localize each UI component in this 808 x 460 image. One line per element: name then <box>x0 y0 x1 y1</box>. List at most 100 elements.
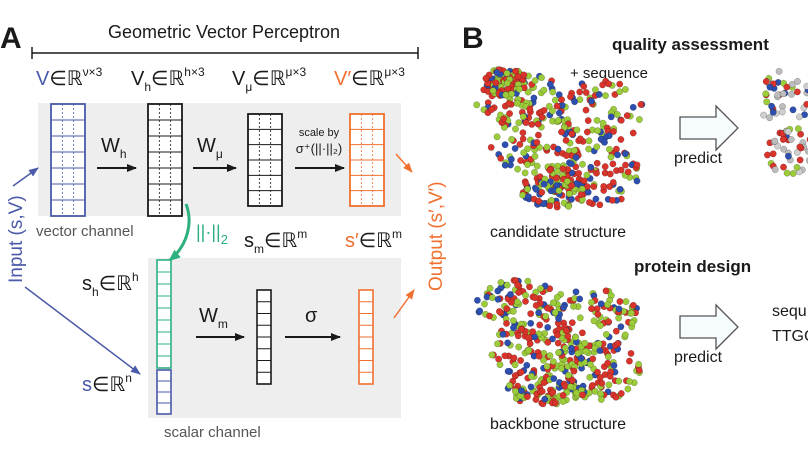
atom-sphere <box>595 128 601 134</box>
atom-sphere <box>547 352 553 358</box>
s-h-label: sh∈ℝh <box>82 270 139 299</box>
atom-sphere <box>520 192 526 198</box>
sequence-letters: TTGC <box>772 328 808 345</box>
atom-sphere <box>550 89 556 95</box>
atom-sphere <box>535 121 541 127</box>
atom-sphere <box>601 139 607 145</box>
atom-sphere <box>623 298 629 304</box>
atom-sphere <box>532 153 538 159</box>
atom-sphere <box>488 106 494 112</box>
atom-sphere <box>517 141 523 147</box>
atom-sphere <box>585 117 591 123</box>
atom-sphere <box>512 362 518 368</box>
atom-sphere <box>506 382 512 388</box>
atom-sphere <box>602 92 608 98</box>
atom-sphere <box>594 144 600 150</box>
atom-sphere <box>795 126 801 132</box>
atom-sphere <box>534 139 540 145</box>
output-label: Output (s′,V′) <box>426 181 447 291</box>
atom-sphere <box>558 97 564 103</box>
atom-sphere <box>567 384 573 390</box>
atom-sphere <box>785 153 791 159</box>
v-in-matrix <box>51 104 85 216</box>
atom-sphere <box>525 278 531 284</box>
plus-sequence: + sequence <box>570 65 648 82</box>
atom-sphere <box>555 316 561 322</box>
atom-sphere <box>493 80 499 86</box>
atom-sphere <box>518 326 524 332</box>
atom-sphere <box>788 91 794 97</box>
atom-sphere <box>495 296 501 302</box>
atom-sphere <box>622 86 628 92</box>
atom-sphere <box>516 120 522 126</box>
atom-sphere <box>537 285 543 291</box>
atom-sphere <box>555 146 561 152</box>
atom-sphere <box>503 320 509 326</box>
atom-sphere <box>494 134 500 140</box>
atom-sphere <box>768 103 774 109</box>
atom-sphere <box>502 162 508 168</box>
atom-sphere <box>514 299 520 305</box>
candidate-label: candidate structure <box>490 224 626 241</box>
s-in-label: s∈ℝn <box>82 371 132 396</box>
atom-sphere <box>610 128 616 134</box>
atom-sphere <box>516 289 522 295</box>
atom-sphere <box>617 298 623 304</box>
scale-by-label: scale by <box>299 127 340 139</box>
atom-sphere <box>591 318 597 324</box>
v-mu-matrix <box>248 114 282 206</box>
atom-sphere <box>506 110 512 116</box>
atom-sphere <box>508 156 514 162</box>
atom-sphere <box>628 310 634 316</box>
atom-sphere <box>775 92 781 98</box>
atom-sphere <box>541 107 547 113</box>
atom-sphere <box>573 154 579 160</box>
backbone-label: backbone structure <box>490 416 626 433</box>
atom-sphere <box>514 100 520 106</box>
atom-sphere <box>598 301 604 307</box>
atom-sphere <box>567 94 573 100</box>
atom-sphere <box>556 188 562 194</box>
atom-sphere <box>780 164 786 170</box>
atom-sphere <box>505 368 511 374</box>
s-out-label: s′∈ℝm <box>345 227 402 252</box>
atom-sphere <box>609 197 615 203</box>
atom-sphere <box>797 144 803 150</box>
atom-sphere <box>613 394 619 400</box>
atom-sphere <box>794 164 800 170</box>
atom-sphere <box>779 109 785 115</box>
atom-sphere <box>541 181 547 187</box>
atom-sphere <box>512 372 518 378</box>
atom-sphere <box>550 358 556 364</box>
atom-sphere <box>594 369 600 375</box>
s-h-vector <box>157 260 171 368</box>
atom-sphere <box>510 308 516 314</box>
atom-sphere <box>626 378 632 384</box>
atom-sphere <box>607 171 613 177</box>
atom-sphere <box>489 295 495 301</box>
atom-sphere <box>630 302 636 308</box>
sequence-partial: sequ <box>772 303 807 320</box>
atom-sphere <box>605 360 611 366</box>
atom-sphere <box>536 198 542 204</box>
predict-arrow-1 <box>680 106 738 150</box>
backbone-structure-image <box>474 277 642 407</box>
atom-sphere <box>588 164 594 170</box>
atom-sphere <box>544 305 550 311</box>
atom-sphere <box>780 136 786 142</box>
atom-sphere <box>570 303 576 309</box>
atom-sphere <box>518 369 524 375</box>
v-h-label: Vh∈ℝh×3 <box>131 65 205 94</box>
atom-sphere <box>474 297 480 303</box>
atom-sphere <box>585 189 591 195</box>
atom-sphere <box>617 81 623 87</box>
atom-sphere <box>498 279 504 285</box>
atom-sphere <box>579 392 585 398</box>
atom-sphere <box>522 292 528 298</box>
atom-sphere <box>573 289 579 295</box>
atom-sphere <box>636 116 642 122</box>
atom-sphere <box>533 396 539 402</box>
atom-sphere <box>545 324 551 330</box>
atom-sphere <box>583 89 589 95</box>
